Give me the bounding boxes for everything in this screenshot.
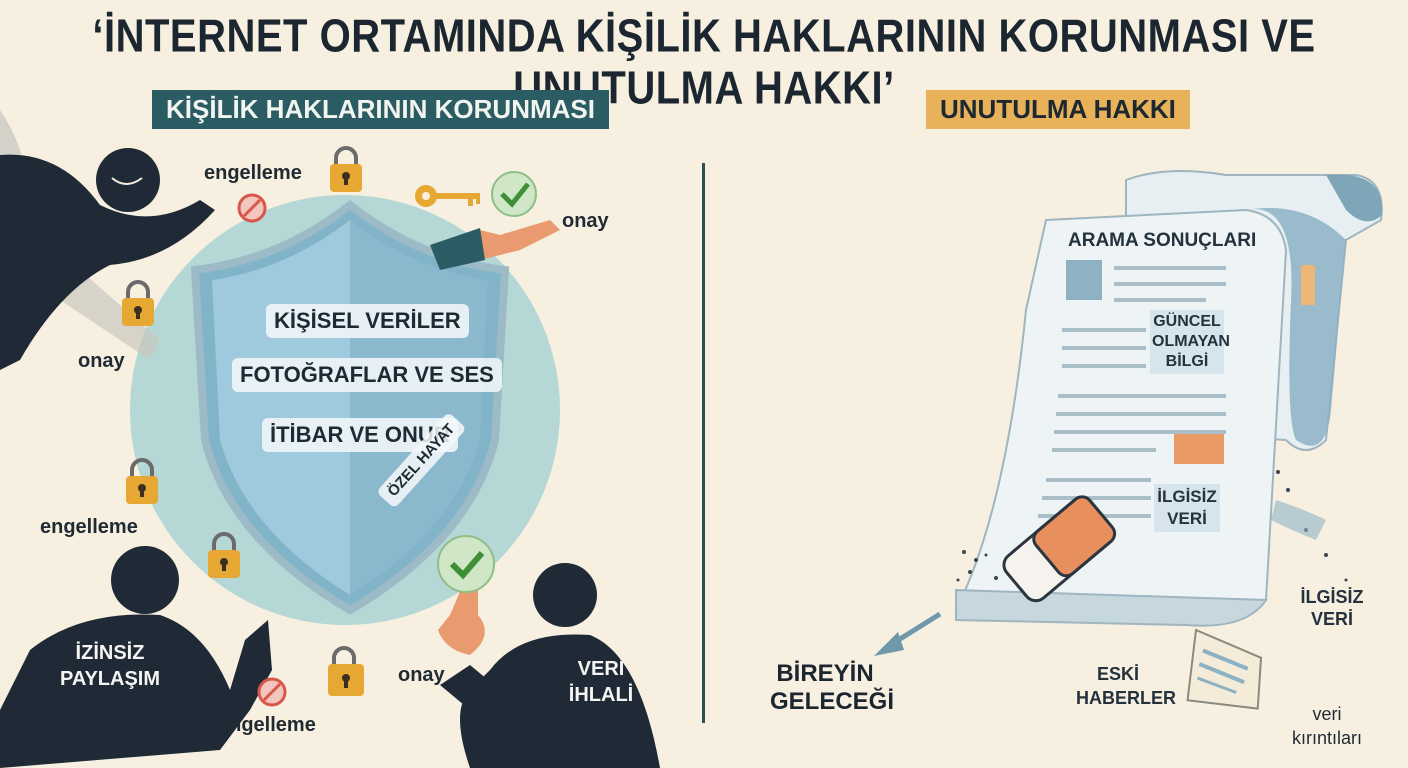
block-icon <box>257 677 287 707</box>
check-icon <box>491 171 537 217</box>
label-onay-left: onay <box>78 350 125 372</box>
label-ilgisiz-veri: İLGİSİZ VERİ <box>1300 587 1364 629</box>
lock-icon <box>328 646 364 696</box>
paper-label-outdated: GÜNCEL OLMAYAN BİLGİ <box>1150 310 1230 374</box>
label-veri-kirintilari: veri kırıntıları <box>1291 704 1362 748</box>
figure-izinsiz-paylasim <box>0 546 272 768</box>
label-engelleme-bottom: engelleme <box>218 714 316 736</box>
label-veri-ihlali: VERİ İHLALİ <box>568 658 634 706</box>
section-divider <box>702 163 705 723</box>
right-section-heading: UNUTULMA HAKKI <box>926 90 1190 129</box>
left-section-heading: KİŞİLİK HAKLARININ KORUNMASI <box>152 90 609 129</box>
label-eski-haberler: ESKİ HABERLER <box>1076 664 1177 708</box>
pointing-hand <box>438 580 485 655</box>
crumpled-paper <box>1186 628 1263 710</box>
key-icon <box>415 185 480 207</box>
check-icon <box>437 535 495 593</box>
label-engelleme-top: engelleme <box>204 162 302 184</box>
lock-icon <box>208 532 240 578</box>
lock-icon <box>330 146 362 192</box>
shadow-figure-top-left <box>0 148 215 370</box>
label-onay-top: onay <box>562 210 609 232</box>
arrow-icon <box>874 611 942 656</box>
paper-title: ARAMA SONUÇLARI <box>1068 230 1257 251</box>
lock-icon <box>126 458 158 504</box>
block-icon <box>237 193 267 223</box>
shield-item-photos-audio: FOTOĞRAFLAR VE SES <box>232 358 502 392</box>
paper-label-irrelevant: İLGİSİZ VERİ <box>1154 484 1220 532</box>
label-izinsiz-paylasim: İZİNSİZ PAYLAŞIM <box>59 642 161 690</box>
label-onay-bottom: onay <box>398 664 445 686</box>
figure-veri-ihlali <box>440 563 660 768</box>
shield-item-personal-data: KİŞİSEL VERİLER <box>266 304 469 338</box>
page-title: ‘İNTERNET ORTAMINDA KİŞİLİK HAKLARININ K… <box>92 11 1316 114</box>
label-engelleme-left: engelleme <box>40 516 138 538</box>
eraser-icon <box>1002 495 1117 603</box>
label-bireyin-gelecegi: BİREYİN GELECEĞİ <box>770 660 895 715</box>
lock-icon <box>122 280 154 326</box>
